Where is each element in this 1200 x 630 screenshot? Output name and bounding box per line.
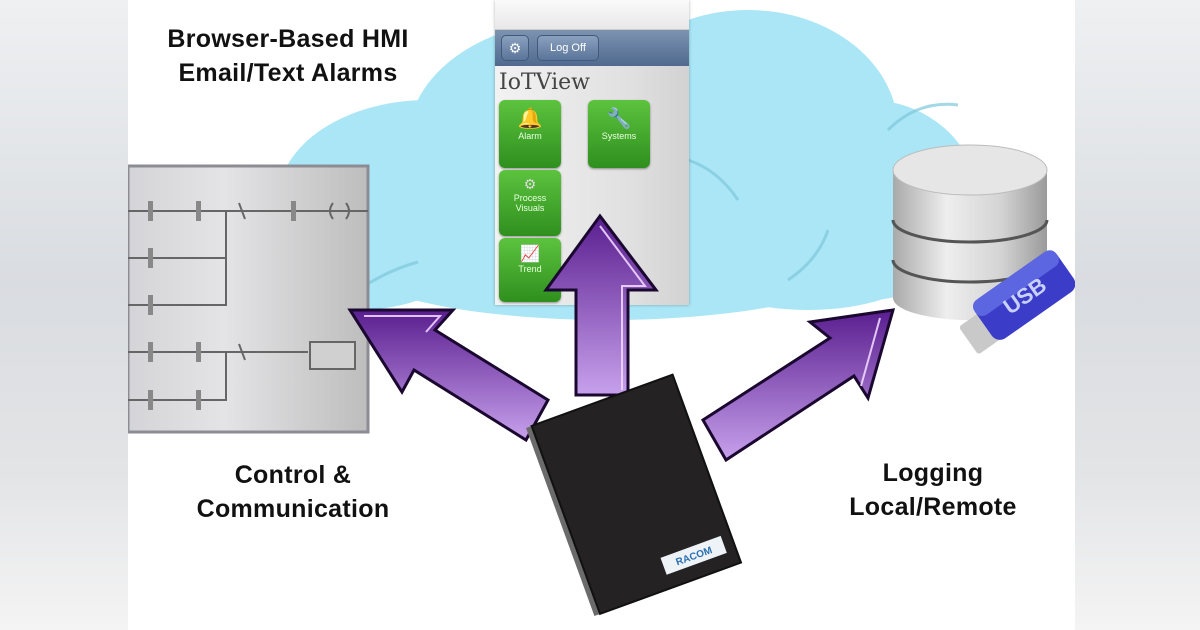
left-margin <box>0 0 128 630</box>
logging-label-line1: Logging <box>882 459 984 487</box>
wrench-icon: 🔧 <box>606 108 632 130</box>
diagram-canvas: Browser-Based HMI Email/Text Alarms Cont… <box>128 0 1075 630</box>
tile-systems[interactable]: 🔧 Systems <box>588 100 650 168</box>
usb-drive-icon: USB <box>959 250 1075 354</box>
iot-device: RACOM <box>526 373 743 616</box>
tile-label: Systems <box>601 131 637 141</box>
arrow-up-left <box>347 308 551 443</box>
control-label: Control & Communication <box>163 458 423 526</box>
process-icon: ⚙ <box>523 176 537 192</box>
hmi-toolbar: ⚙ Log Off <box>495 30 689 66</box>
browser-chrome <box>495 0 689 30</box>
tile-label: Process Visuals <box>513 193 547 213</box>
control-label-line2: Communication <box>196 495 390 523</box>
arrow-up-right <box>700 308 896 463</box>
app-brand: IoTView <box>499 70 590 95</box>
device-badge <box>660 535 727 575</box>
tile-process-visuals[interactable]: ⚙ Process Visuals <box>499 170 561 236</box>
tile-alarm[interactable]: 🔔 Alarm <box>499 100 561 168</box>
right-margin <box>1075 0 1200 630</box>
hmi-label: Browser-Based HMI Email/Text Alarms <box>158 22 418 90</box>
ladder-logic-diagram <box>128 164 370 434</box>
log-off-button[interactable]: Log Off <box>537 35 599 61</box>
tile-label: Trend <box>518 264 542 274</box>
hmi-label-line2: Email/Text Alarms <box>178 59 398 87</box>
arrow-up <box>543 213 660 397</box>
logging-label-line2: Local/Remote <box>849 493 1017 521</box>
browser-hmi-screenshot: ⚙ Log Off IoTView 🔔 Alarm 🔧 Systems ⚙ Pr… <box>495 0 689 305</box>
data-flow-arrows <box>347 213 896 463</box>
bell-icon: 🔔 <box>517 108 543 130</box>
control-label-line1: Control & <box>234 461 352 489</box>
tile-label: Alarm <box>518 131 542 141</box>
hmi-label-line1: Browser-Based HMI <box>167 25 409 53</box>
logging-label: Logging Local/Remote <box>818 456 1048 524</box>
chart-icon: 📈 <box>520 246 540 263</box>
settings-gear-icon[interactable]: ⚙ <box>501 35 529 61</box>
